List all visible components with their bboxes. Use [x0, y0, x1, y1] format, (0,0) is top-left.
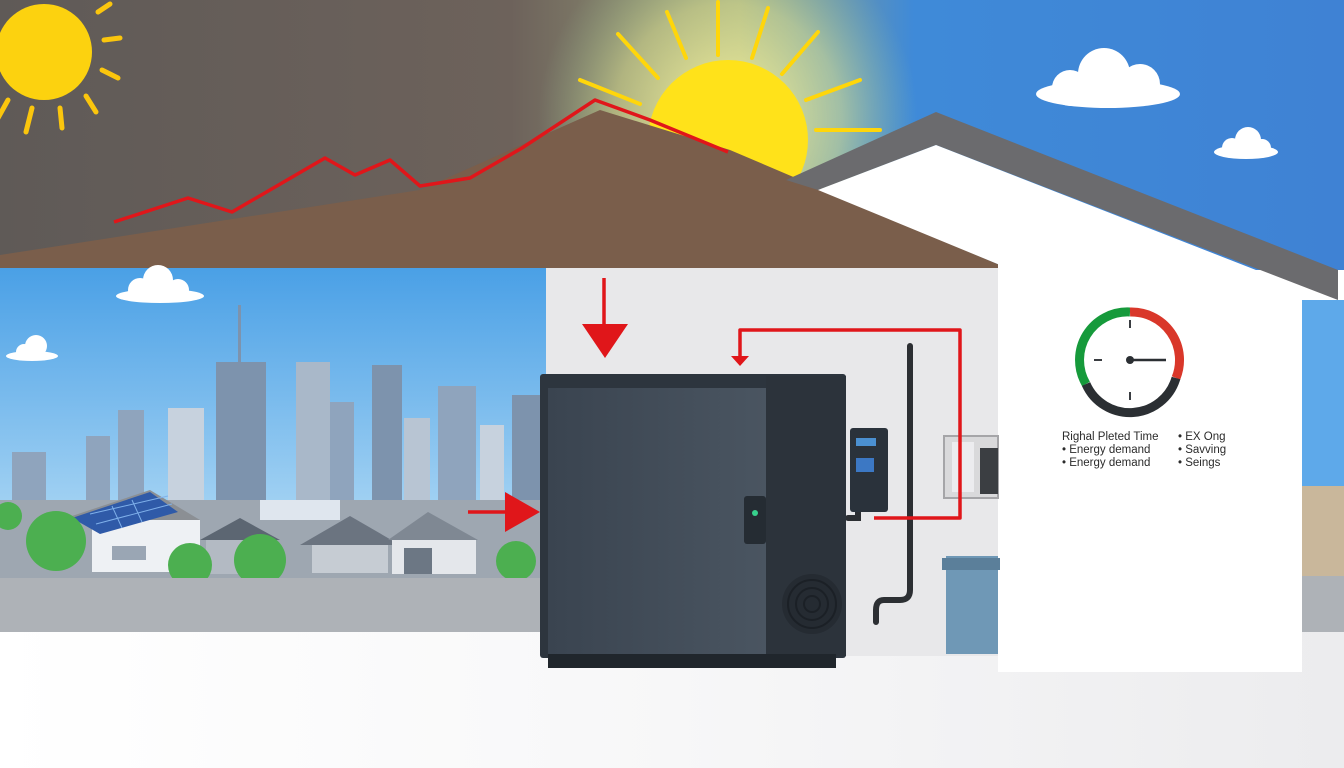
- battery-cabinet: [540, 374, 846, 668]
- gauge-legend: Righal Pleted Time • EX Ong • Energy dem…: [1062, 431, 1272, 470]
- status-led: [752, 510, 758, 516]
- legend-row: Righal Pleted Time • EX Ong: [1062, 431, 1272, 444]
- gauge-icon: [1075, 307, 1184, 418]
- wall-pipe: [845, 343, 913, 625]
- electrical-panel: [943, 435, 999, 499]
- neighbor-house: [1302, 486, 1344, 576]
- house-gable: [818, 145, 1302, 672]
- cloud-icon: [6, 335, 58, 361]
- legend-text: • EX Ong: [1178, 431, 1226, 443]
- cabinet-handle: [744, 496, 766, 544]
- fan-grille: [782, 574, 842, 634]
- demand-line: [113, 98, 729, 224]
- legend-text: • Energy demand: [1062, 444, 1151, 456]
- legend-text: • Seings: [1178, 457, 1221, 469]
- utility-bin: [942, 556, 1000, 654]
- street: [1302, 576, 1344, 632]
- energy-flow-arrows: [468, 278, 962, 532]
- inverter-controller: [850, 428, 888, 512]
- legend-text: Righal Pleted Time: [1062, 431, 1159, 443]
- cloud-icon: [116, 265, 204, 303]
- cloud-icon: [1214, 127, 1278, 159]
- legend-text: • Savving: [1178, 444, 1227, 456]
- left-sun-icon: [0, 1, 123, 135]
- right-arrow-icon: [505, 492, 540, 532]
- down-arrow-icon: [582, 324, 628, 358]
- roof-slope: [0, 110, 1000, 270]
- legend-row: • Energy demand • Savving: [1062, 444, 1272, 457]
- legend-text: • Energy demand: [1062, 457, 1151, 469]
- down-arrow-icon: [731, 356, 749, 366]
- city-skyline: [12, 305, 540, 552]
- street: [0, 578, 546, 634]
- right-sky: [1302, 300, 1344, 486]
- cloud-icon: [1036, 48, 1180, 108]
- legend-row: • Energy demand • Seings: [1062, 457, 1272, 470]
